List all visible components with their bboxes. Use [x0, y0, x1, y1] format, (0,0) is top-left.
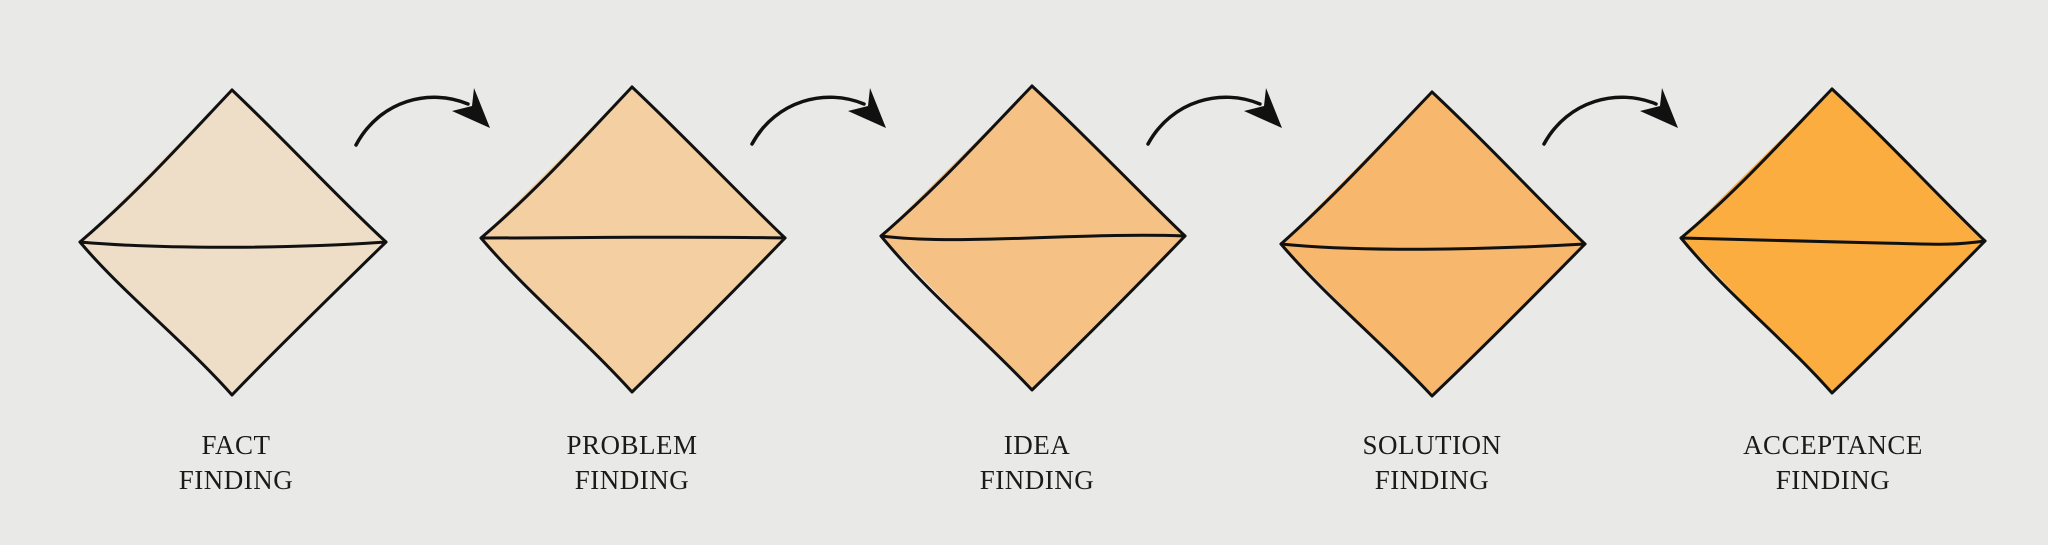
stage-label-line1: IDEA — [1003, 430, 1071, 460]
stage-label-line2: FINDING — [1374, 465, 1490, 495]
stage-label-line2: FINDING — [979, 465, 1095, 495]
stage-label-line1: ACCEPTANCE — [1743, 430, 1923, 460]
stage-label-line1: PROBLEM — [566, 430, 698, 460]
stage-label-line1: SOLUTION — [1362, 430, 1502, 460]
stage-diamond-acceptance-finding — [1679, 87, 1987, 395]
stage-label-line2: FINDING — [574, 465, 690, 495]
stage-label-fact-finding: FACT FINDING — [86, 428, 386, 498]
stage-diamond-solution-finding — [1279, 90, 1587, 398]
arrow-1 — [354, 88, 490, 147]
stage-label-solution-finding: SOLUTION FINDING — [1282, 428, 1582, 498]
stage-label-acceptance-finding: ACCEPTANCE FINDING — [1683, 428, 1983, 498]
stage-label-line2: FINDING — [1775, 465, 1891, 495]
stage-label-line1: FACT — [201, 430, 271, 460]
stage-diamond-problem-finding — [479, 85, 787, 394]
arrow-2 — [750, 88, 886, 146]
stage-label-idea-finding: IDEA FINDING — [887, 428, 1187, 498]
arrow-3 — [1146, 88, 1282, 146]
stage-diamond-idea-finding — [879, 84, 1187, 392]
stage-label-line2: FINDING — [178, 465, 294, 495]
arrow-4 — [1542, 88, 1678, 146]
stage-label-problem-finding: PROBLEM FINDING — [482, 428, 782, 498]
stage-diamond-fact-finding — [78, 88, 388, 397]
